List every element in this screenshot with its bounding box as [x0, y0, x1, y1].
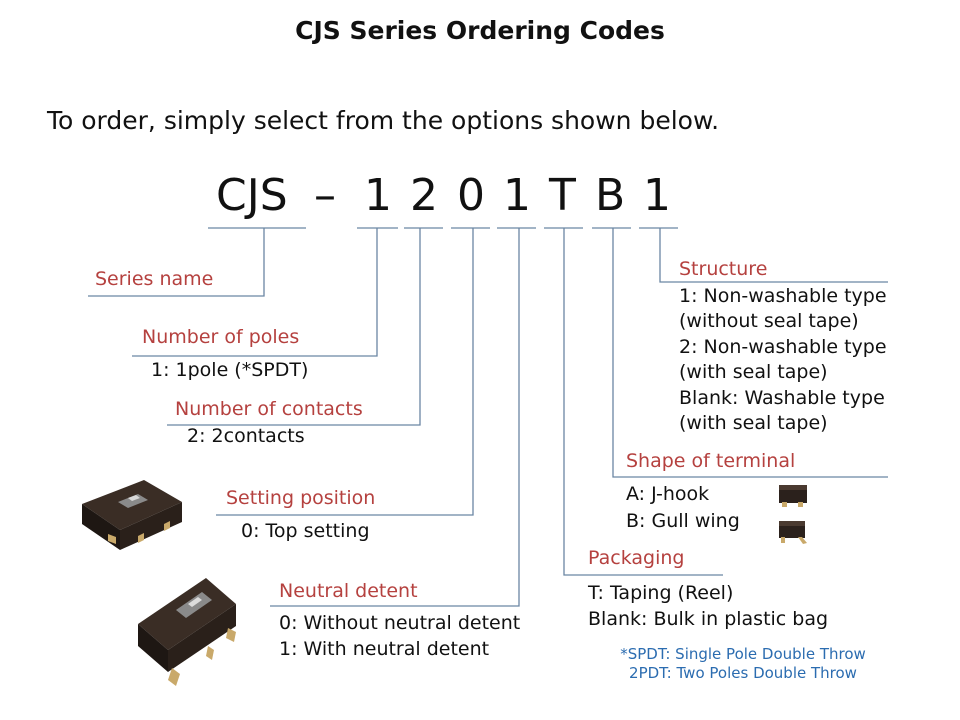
contacts-heading: Number of contacts [175, 398, 363, 420]
contacts-option: 2: 2contacts [187, 425, 305, 447]
structure-option-4: Blank: Washable type [679, 387, 885, 409]
code-char-structure: 1 [643, 170, 671, 221]
code-char-terminal: B [595, 170, 626, 221]
series-name-heading: Series name [95, 268, 214, 290]
code-char-contacts: 2 [410, 170, 438, 221]
code-prefix: CJS [216, 170, 288, 221]
packaging-option-1: Blank: Bulk in plastic bag [588, 608, 829, 630]
code-char-setting: 0 [457, 170, 485, 221]
setting-heading: Setting position [226, 487, 376, 509]
gull-wing-terminal-image [779, 521, 807, 544]
code-char-poles: 1 [364, 170, 392, 221]
terminal-heading: Shape of terminal [626, 450, 796, 472]
structure-option-5: (with seal tape) [679, 412, 828, 434]
structure-option-1: (without seal tape) [679, 310, 859, 332]
detent-option-0: 0: Without neutral detent [279, 612, 521, 634]
intro-text: To order, simply select from the options… [47, 106, 720, 135]
code-char-packaging: T [549, 170, 576, 221]
poles-option: 1: 1pole (*SPDT) [151, 359, 309, 381]
poles-heading: Number of poles [142, 326, 300, 348]
code-char-detent: 1 [503, 170, 531, 221]
structure-heading: Structure [679, 258, 768, 280]
terminal-option-0: A: J-hook [626, 483, 710, 505]
structure-option-3: (with seal tape) [679, 361, 828, 383]
switch-product-image-angled [138, 578, 236, 686]
packaging-option-0: T: Taping (Reel) [588, 582, 734, 604]
j-hook-terminal-image [779, 485, 807, 507]
structure-option-0: 1: Non-washable type [679, 285, 887, 307]
detent-heading: Neutral detent [279, 580, 418, 602]
structure-option-2: 2: Non-washable type [679, 336, 887, 358]
page-title: CJS Series Ordering Codes [295, 16, 665, 45]
footnote-2pdt: 2PDT: Two Poles Double Throw [629, 664, 857, 682]
footnote-spdt: *SPDT: Single Pole Double Throw [620, 645, 866, 663]
setting-option: 0: Top setting [241, 520, 370, 542]
packaging-heading: Packaging [588, 547, 685, 569]
code-dash: – [314, 170, 336, 221]
switch-product-image-top [82, 480, 182, 550]
detent-option-1: 1: With neutral detent [279, 638, 490, 660]
terminal-option-1: B: Gull wing [626, 510, 740, 532]
